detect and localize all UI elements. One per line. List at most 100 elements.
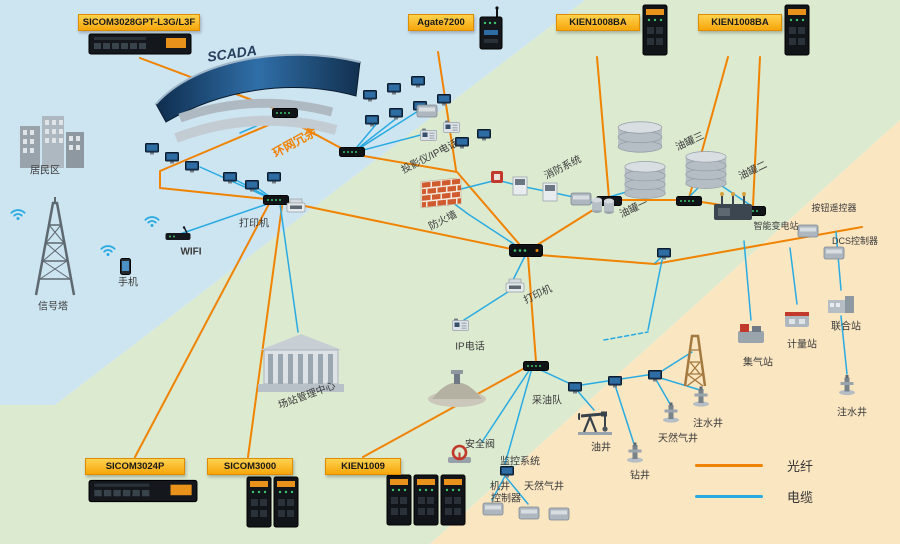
workstation-icon xyxy=(365,115,379,127)
surveillance-monitor-icon xyxy=(500,466,514,478)
wifi-router-icon xyxy=(165,226,191,241)
workstation-icon xyxy=(477,129,491,141)
rtu-monitor-icon xyxy=(568,382,582,394)
rtu-monitor-icon xyxy=(648,370,662,382)
fiber-link xyxy=(362,363,533,458)
diagram-label: 打印机 xyxy=(239,218,269,230)
oil-tank-icon xyxy=(621,158,669,202)
device-callout-label: KIEN1008BA xyxy=(698,14,782,31)
printer-icon xyxy=(505,278,525,294)
rtu-monitor-icon xyxy=(657,248,671,260)
union-station-icon xyxy=(826,290,856,316)
field-zone xyxy=(430,120,900,544)
workstation-icon xyxy=(387,83,401,95)
workstation-icon xyxy=(437,94,451,106)
fiber-line-sample xyxy=(695,464,763,467)
device-callout-label: KIEN1009 xyxy=(325,458,401,475)
cable-link xyxy=(199,166,277,202)
dcs-controller-icon xyxy=(822,244,846,260)
diagram-label: 计量站 xyxy=(787,339,817,351)
diagram-label: 手机 xyxy=(118,277,138,289)
device-callout-label: SICOM3000 xyxy=(207,458,293,475)
workstation-icon xyxy=(245,180,259,192)
oil-tank-icon xyxy=(682,148,730,192)
fire-alarm-box-icon xyxy=(490,170,504,184)
cable-link xyxy=(179,200,277,235)
cable-link xyxy=(512,253,527,281)
diagram-label: 机井 xyxy=(490,481,510,493)
fire-device-icon xyxy=(570,190,592,206)
tank-switch-icon xyxy=(676,196,702,206)
mobile-phone-icon xyxy=(120,258,131,275)
fiber-link xyxy=(437,51,457,171)
cable-line-sample xyxy=(695,495,763,498)
cable-link xyxy=(463,289,512,321)
diagram-label: DCS控制器 xyxy=(831,236,879,247)
fiber-link xyxy=(527,255,537,363)
signal-tower-icon xyxy=(26,194,84,300)
diagram-label: 安全阀 xyxy=(465,439,495,451)
gas-well-icon xyxy=(662,402,680,423)
diagram-label: 天然气井 xyxy=(524,481,564,493)
oil-team-mound-icon xyxy=(426,360,488,408)
well-controller-icon xyxy=(548,505,570,521)
drilling-well-icon xyxy=(626,442,644,463)
device-image-din2 xyxy=(246,476,300,528)
legend-fiber-row: 光纤 xyxy=(695,450,890,481)
diagram-label: 控制器 xyxy=(491,493,521,505)
cable-link xyxy=(721,185,754,208)
device-callout-label: Agate7200 xyxy=(408,14,474,31)
fiber-link xyxy=(159,117,527,253)
wifi-signal-icon xyxy=(8,206,28,222)
cable-link xyxy=(603,331,649,341)
cable-link xyxy=(613,381,635,445)
scada-screen-icon xyxy=(150,46,365,124)
workstation-icon xyxy=(267,172,281,184)
gas-gathering-station-icon xyxy=(736,320,766,346)
remote-controller-icon xyxy=(796,222,820,238)
switch-icon xyxy=(263,195,289,205)
workstation-icon xyxy=(411,76,425,88)
cable-link xyxy=(504,475,529,505)
cable-link xyxy=(743,240,752,321)
fiber-link xyxy=(596,56,610,199)
switch-icon xyxy=(339,147,365,157)
water-injection-well-icon xyxy=(838,374,856,396)
device-callout-label: SICOM3028GPT-L3G/L3F xyxy=(78,14,200,31)
fiber-link xyxy=(134,201,271,458)
well-controller-icon xyxy=(518,504,540,520)
cable-link xyxy=(351,105,427,154)
fire-panel-icon xyxy=(542,182,558,202)
device-callout-label: KIEN1008BA xyxy=(556,14,640,31)
diagram-label: 信号塔 xyxy=(38,301,68,313)
diagram-label: 天然气井 xyxy=(658,433,698,445)
switch-icon xyxy=(272,108,298,118)
drilling-derrick-icon xyxy=(682,332,708,388)
ip-phone-icon xyxy=(420,128,437,141)
cable-link xyxy=(504,367,533,465)
fiber-link xyxy=(752,56,761,207)
residential-buildings-icon xyxy=(16,112,88,170)
diagram-label: 钻井 xyxy=(630,470,650,482)
device-image-din1 xyxy=(642,4,668,56)
fire-panel-icon xyxy=(512,176,528,196)
fire-cylinders-icon xyxy=(590,196,616,214)
ip-phone-icon xyxy=(443,120,460,133)
device-image-rack xyxy=(88,477,198,505)
water-injection-well-icon xyxy=(692,386,710,407)
ip-phone-icon xyxy=(452,318,469,331)
device-callout-label: SICOM3024P xyxy=(85,458,185,475)
workstation-icon xyxy=(223,172,237,184)
workstation-icon xyxy=(389,108,403,120)
safety-valve-icon xyxy=(446,444,473,468)
workstation-icon xyxy=(185,161,199,173)
diagram-label: IP电话 xyxy=(455,341,485,353)
cable-link xyxy=(481,365,533,443)
diagram-label: 按钮遥控器 xyxy=(811,203,857,214)
legend-cable-label: 电缆 xyxy=(787,490,814,505)
metering-station-icon xyxy=(782,304,812,330)
pumpjack-icon xyxy=(578,408,612,435)
diagram-label: 居民区 xyxy=(30,165,60,177)
diagram-label: 集气站 xyxy=(743,357,773,369)
well-controller-icon xyxy=(482,500,504,516)
